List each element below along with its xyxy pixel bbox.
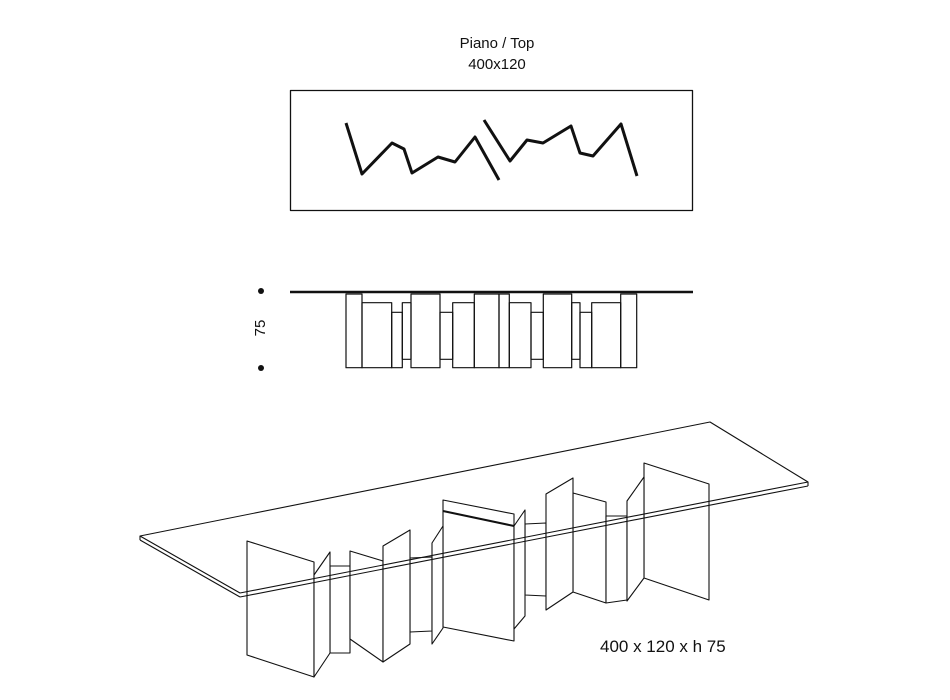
leg-panel	[442, 499, 515, 642]
leg-panel	[431, 525, 444, 645]
overall-dimensions-label: 400 x 120 x h 75	[600, 637, 726, 656]
leg-footprint-right	[482, 119, 639, 177]
leg-panel	[513, 509, 526, 630]
leg-panel-edge	[442, 510, 515, 527]
leg-panel	[643, 462, 710, 601]
leg-panel	[313, 551, 331, 678]
leg-connector	[409, 556, 433, 633]
leg-panel	[545, 477, 574, 611]
leg-panel	[626, 476, 645, 602]
leg-panel	[349, 550, 384, 663]
leg-panel	[382, 529, 411, 663]
table-top-outline	[289, 89, 694, 212]
dimension-dot-top	[258, 288, 264, 294]
perspective-view	[139, 421, 809, 678]
top-view-title: Piano / Top	[459, 35, 535, 52]
leg-panel	[572, 492, 607, 604]
glass-top-front-edge	[239, 485, 809, 598]
top-view-dimensions: 400x120	[468, 56, 526, 73]
height-dimension-label: 75	[252, 319, 269, 337]
dimension-dot-bottom	[258, 365, 264, 371]
leg-panels	[345, 293, 638, 369]
leg-panel	[246, 540, 315, 678]
top-view	[289, 89, 694, 212]
leg-connector	[605, 515, 628, 604]
leg-footprint-left	[344, 122, 501, 181]
side-view	[258, 288, 693, 371]
glass-top-side-edge	[139, 539, 241, 598]
